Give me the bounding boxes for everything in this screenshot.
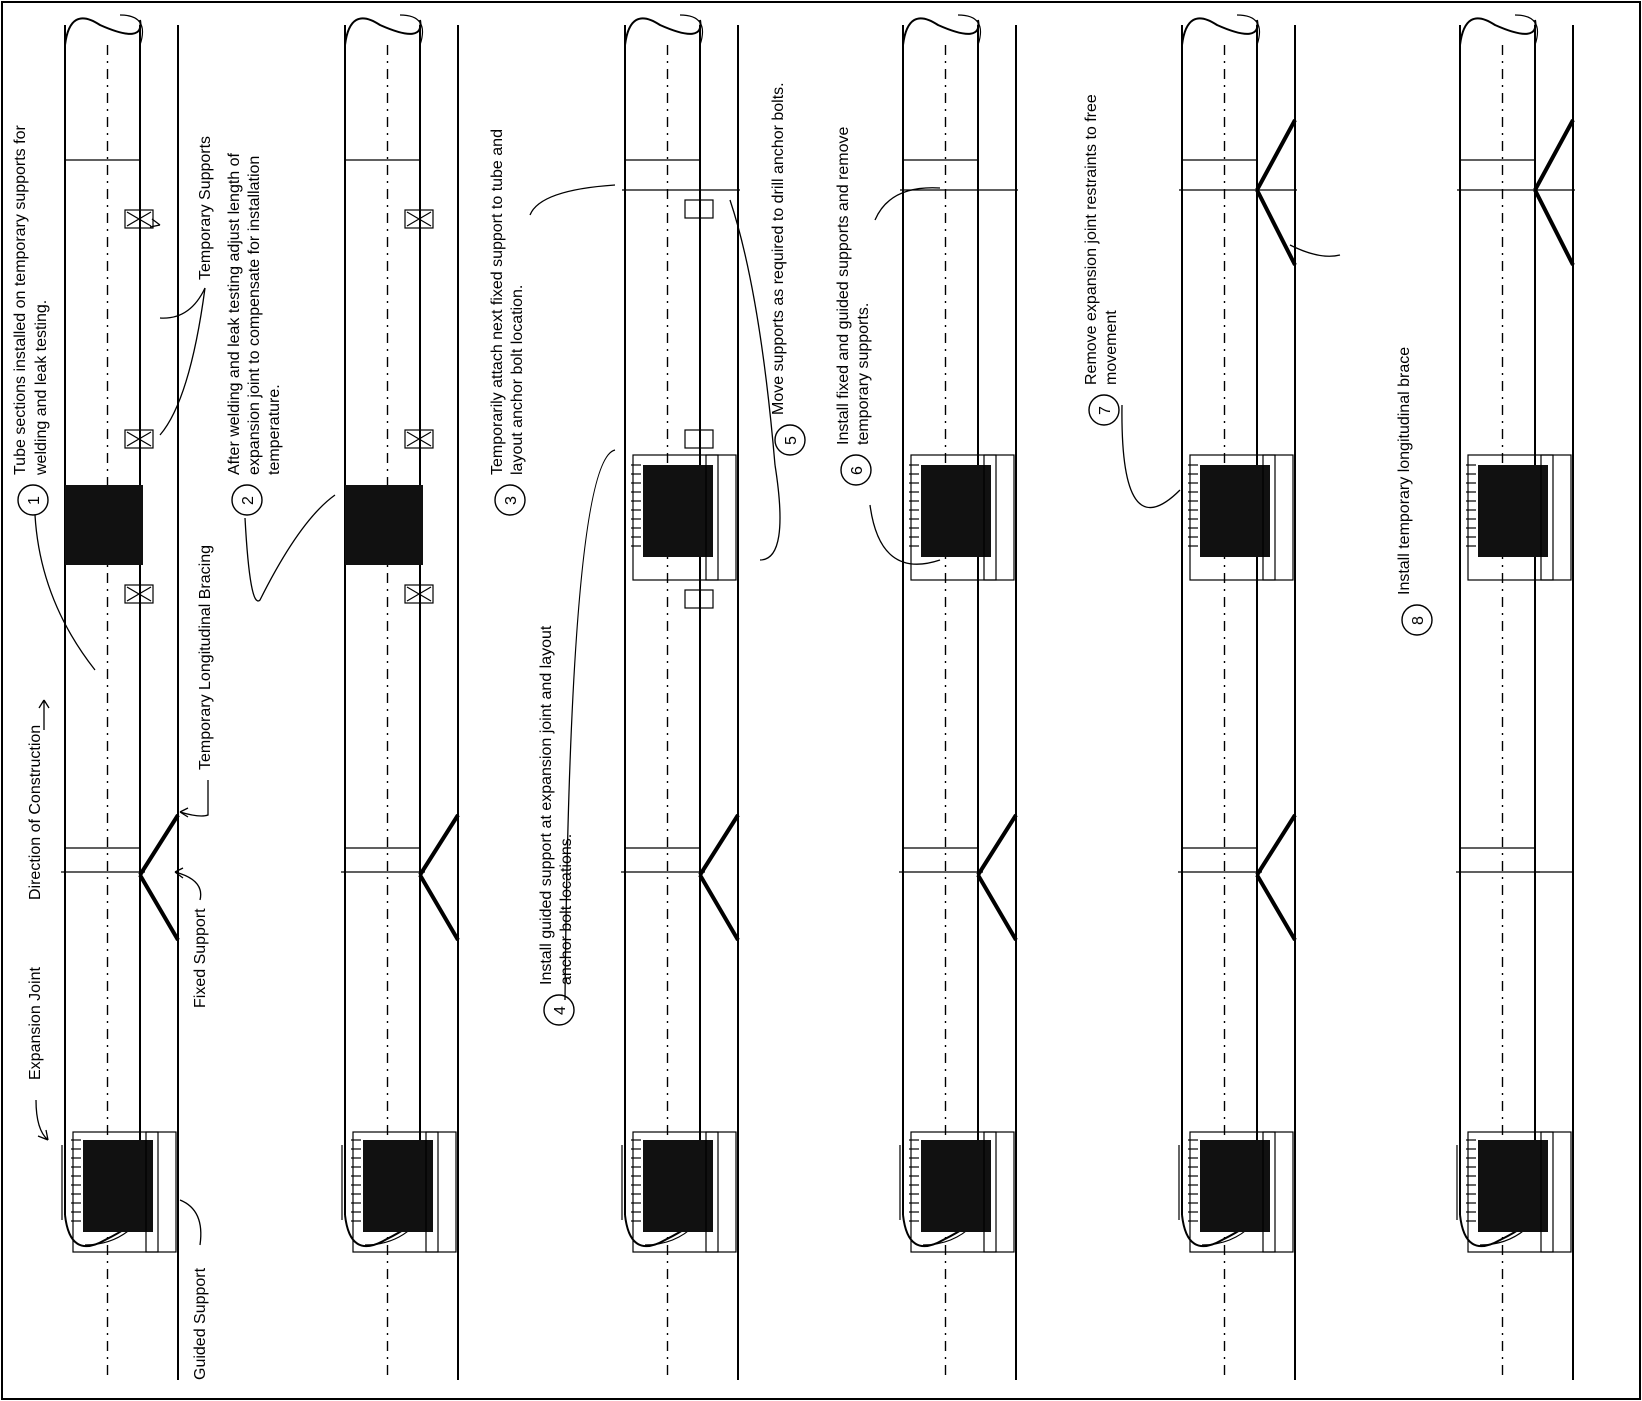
step-2: 2 After welding and leak testing adjust l… [226, 152, 283, 516]
step-text-line: expansion joint to compensate for instal… [246, 156, 263, 475]
temp-support-2-1 [404, 209, 434, 229]
leader-arrow-3 [529, 184, 616, 216]
label-guided-support: Guided Support [179, 1199, 209, 1380]
temp-supports-text: Temporary Supports [197, 136, 214, 280]
pipe-panel-3 [621, 14, 740, 1380]
step-6: 6 Install fixed and guided supports and r… [835, 126, 872, 486]
step-text-line: movement [1103, 310, 1120, 385]
step-number: 2 [240, 496, 257, 505]
step-text-line: temporary supports. [855, 303, 872, 445]
step-5: 5 Move supports as required to drill anch… [770, 82, 806, 456]
step-number: 7 [1097, 406, 1114, 415]
pipe-panel-4 [899, 14, 1018, 1380]
leader-arrow-2 [244, 494, 336, 602]
step-text-line: welding and leak testing. [33, 300, 50, 476]
step-number-circle [494, 484, 526, 516]
pipe-panel-1 [61, 14, 180, 1380]
label-direction-of-construction: Direction of Construction [27, 699, 50, 900]
step-text-line: Install fixed and guided supports and re… [835, 126, 852, 445]
pipe-panel-5 [1178, 14, 1297, 1380]
label-fixed-support: Fixed Support [174, 867, 209, 1008]
step-number: 1 [26, 496, 43, 505]
step-number-circle [774, 424, 806, 456]
step-1: 1 Tube sections installed on temporary su… [12, 125, 50, 516]
pipe-panel-2 [341, 14, 460, 1380]
step-number-circle [840, 454, 872, 486]
step-number-circle [1401, 604, 1433, 636]
leader-arrow-8 [874, 187, 941, 221]
direction-text: Direction of Construction [27, 725, 44, 900]
pipe-panel-6 [1456, 14, 1575, 1380]
temp-support-1-2 [124, 429, 154, 449]
step-text-line: Install temporary longitudinal brace [1396, 347, 1413, 595]
step-number: 6 [849, 466, 866, 475]
step-text-line: Remove expansion joint restraints to fre… [1083, 94, 1100, 385]
step-8: 8 Install temporary longitudinal brace [1396, 347, 1433, 636]
step-text-line: Temporarily attach next fixed support to… [489, 129, 506, 475]
step-number-circle [17, 484, 49, 516]
temp-long-bracing-text: Temporary Longitudinal Bracing [197, 545, 214, 770]
leader-arrow-9 [1121, 404, 1181, 509]
expansion-joint-text: Expansion Joint [27, 966, 44, 1080]
leader-arrow-6 [729, 199, 776, 466]
leader-arrow-4 [564, 449, 616, 1001]
step-number: 8 [1410, 616, 1427, 625]
step-number: 4 [552, 1006, 569, 1015]
step-number: 5 [783, 436, 800, 445]
fixed-support-text: Fixed Support [192, 908, 209, 1008]
step-text-line: layout anchor bolt location. [509, 285, 526, 475]
step-number-circle [543, 994, 575, 1026]
step-text-line: Move supports as required to drill ancho… [770, 82, 787, 415]
temp-support-2-3 [404, 584, 434, 604]
step-number: 3 [503, 496, 520, 505]
step-text-line: temperature. [266, 384, 283, 475]
step-4: 4 Install guided support at expansion joi… [538, 625, 575, 1026]
temp-support-1-3 [124, 584, 154, 604]
leader-arrow-1 [34, 514, 96, 671]
step-3: 3 Temporarily attach next fixed support t… [489, 129, 526, 516]
step-number-circle [231, 484, 263, 516]
leader-arrow-5 [759, 464, 781, 561]
step-text-line: Install guided support at expansion join… [538, 625, 555, 985]
leader-arrow-7 [869, 504, 941, 565]
label-temporary-longitudinal-bracing: Temporary Longitudinal Bracing [179, 545, 214, 818]
label-temporary-supports: Temporary Supports [149, 136, 214, 436]
guided-support-text: Guided Support [192, 1267, 209, 1380]
step-text-line: After welding and leak testing adjust le… [226, 152, 243, 475]
step-number-circle [1088, 394, 1120, 426]
step-7: 7 Remove expansion joint restraints to fr… [1083, 94, 1120, 426]
label-expansion-joint: Expansion Joint [27, 966, 49, 1141]
temp-support-2-2 [404, 429, 434, 449]
leader-arrow-10 [1289, 244, 1341, 257]
step-text-line: Tube sections installed on temporary sup… [12, 125, 29, 475]
